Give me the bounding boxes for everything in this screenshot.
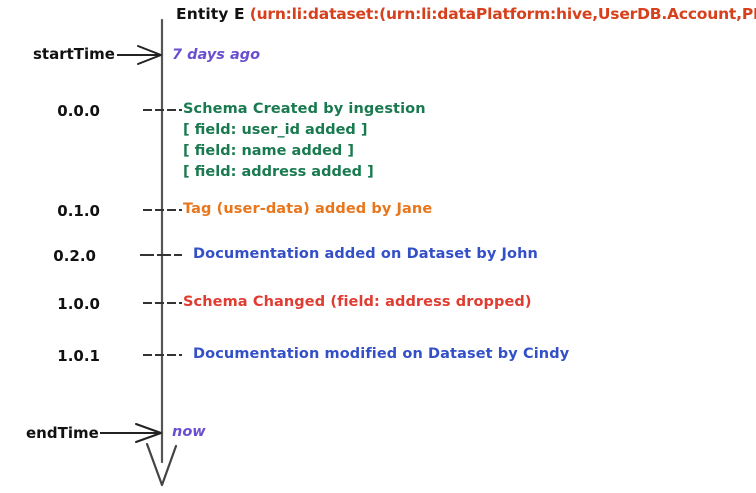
- title-entity-label: Entity E: [176, 5, 245, 23]
- end-time-arrow: [100, 423, 162, 443]
- end-time-value: now: [172, 424, 206, 440]
- event-text-2: Documentation added on Dataset by John: [193, 246, 538, 262]
- end-time-label: endTime: [26, 424, 99, 442]
- event-version-4: 1.0.1: [57, 347, 100, 365]
- diagram-title: Entity E (urn:li:dataset:(urn:li:dataPla…: [176, 5, 756, 23]
- event-version-2: 0.2.0: [53, 247, 96, 265]
- event-version-0: 0.0.0: [57, 102, 100, 120]
- event-version-3: 1.0.0: [57, 295, 100, 313]
- event-text-3: Schema Changed (field: address dropped): [183, 294, 532, 310]
- event-subline-0-2: [ field: address added ]: [183, 164, 374, 180]
- timeline-bottom-arrowhead: [145, 442, 178, 487]
- event-text-1: Tag (user-data) added by Jane: [183, 201, 433, 217]
- event-subline-0-0: [ field: user_id added ]: [183, 122, 368, 138]
- event-subline-0-1: [ field: name added ]: [183, 143, 354, 159]
- start-time-value: 7 days ago: [172, 47, 261, 63]
- event-version-1: 0.1.0: [57, 202, 100, 220]
- start-time-arrow: [117, 45, 162, 65]
- title-entity-urn: (urn:li:dataset:(urn:li:dataPlatform:hiv…: [249, 5, 756, 23]
- event-text-0: Schema Created by ingestion: [183, 101, 426, 117]
- start-time-label: startTime: [33, 45, 115, 63]
- event-text-4: Documentation modified on Dataset by Cin…: [193, 346, 570, 362]
